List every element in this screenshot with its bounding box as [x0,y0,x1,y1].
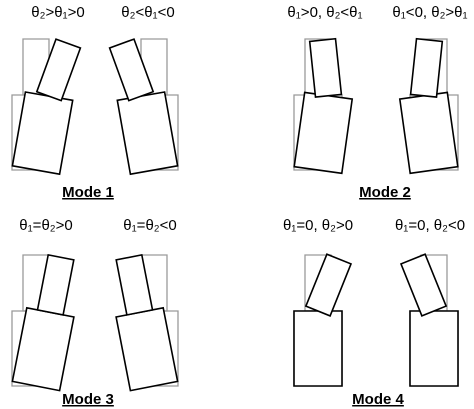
top-block [115,253,154,316]
top-block [304,253,353,317]
top-block [308,37,343,98]
top-block [35,38,82,102]
mode-label-1: Mode 1 [62,184,114,201]
bottom-block [293,91,354,175]
bottom-block [11,306,75,392]
top-block [36,253,75,316]
panel-mode-1: θ₂>θ₁>0 θ₂<θ₁<0 Mode 1 [11,4,179,201]
case-label-mode2-left: θ₁>0, θ₂<θ₁ [287,4,362,21]
block-stack-mode2-right [398,37,459,175]
bottom-block [116,91,179,176]
case-label-mode1-right: θ₂<θ₁<0 [121,4,174,21]
case-label-mode2-right: θ₁<0, θ₂>θ₁ [392,4,467,21]
top-block [409,37,444,98]
case-label-mode1-left: θ₂>θ₁>0 [31,4,84,21]
case-label-mode3-left: θ₁=θ₂>0 [19,217,72,234]
panel-mode-3: θ₁=θ₂>0 θ₁=θ₂<0 Mode 3 [11,217,179,408]
block-stack-mode1-left [11,38,82,176]
block-stack-mode3-right [115,253,179,392]
bottom-block [409,310,459,387]
block-stack-mode2-left [293,37,354,175]
case-label-mode4-left: θ₁=0, θ₂>0 [283,217,353,234]
bottom-block [398,91,459,175]
top-block [108,38,155,102]
bottom-block [115,306,179,392]
mode-label-2: Mode 2 [359,184,411,201]
mode-label-3: Mode 3 [62,391,114,408]
block-stack-mode4-left [293,253,353,387]
bottom-block [11,91,74,176]
mode-label-4: Mode 4 [352,391,404,408]
block-stack-mode3-left [11,253,75,392]
bottom-block [293,310,343,387]
case-label-mode3-right: θ₁=θ₂<0 [123,217,176,234]
top-block [399,253,448,317]
case-label-mode4-right: θ₁=0, θ₂<0 [395,217,465,234]
block-stack-mode4-right [399,253,459,387]
panel-mode-4: θ₁=0, θ₂>0 θ₁=0, θ₂<0 Mode 4 [283,217,465,408]
panel-mode-2: θ₁>0, θ₂<θ₁ θ₁<0, θ₂>θ₁ Mode 2 [287,4,467,201]
block-stack-mode1-right [108,38,179,176]
